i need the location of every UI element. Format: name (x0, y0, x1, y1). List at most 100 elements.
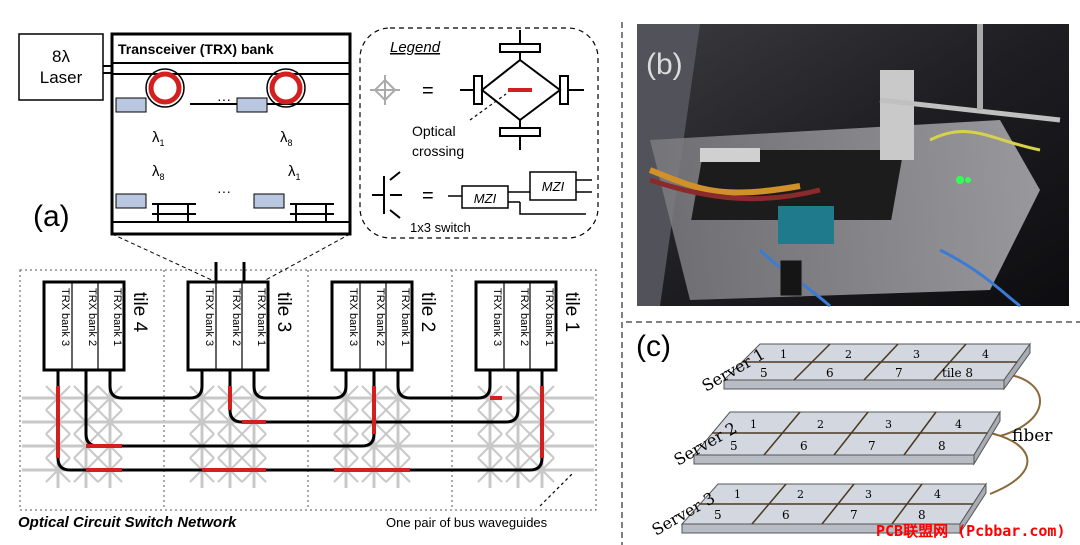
ellipsis-bottom: ··· (217, 183, 231, 199)
switch-symbol (372, 171, 402, 219)
tile-2: TRX bank 3 TRX bank 2 TRX bank 1 tile 2 (330, 280, 438, 372)
tile-label: tile 1 (561, 292, 582, 332)
ellipsis-top: ··· (217, 91, 231, 107)
coupler (253, 193, 285, 209)
tile-number: 7 (895, 366, 903, 380)
lambda-8-bottom: λ8 (152, 163, 165, 182)
trx-bank-label: TRX bank 3 (347, 288, 359, 346)
crossing-pointer (469, 93, 507, 121)
trx-bank-label: TRX bank 2 (86, 288, 98, 346)
tile-number: 1 (780, 348, 787, 361)
tile-4: TRX bank 3 TRX bank 2 TRX bank 1 tile 4 (42, 280, 150, 372)
tile-number: 2 (845, 348, 852, 361)
tile-number: 8 (918, 508, 926, 522)
fiber-loop-1 (999, 373, 1041, 437)
laser-box (18, 33, 104, 101)
tile-number: 2 (797, 488, 804, 501)
active-paths (56, 386, 544, 472)
ring-resonator (269, 71, 303, 105)
tile-label: tile 4 (129, 292, 150, 333)
trx-bank-title: Transceiver (TRX) bank (118, 41, 274, 57)
panel-c: (c) fiber Server 1 1 2 3 4 5 6 7 tile 8 (636, 330, 1066, 540)
bus-pointer (539, 473, 573, 507)
mzi-label-2: MZI (542, 179, 565, 194)
zoom-line-right (261, 233, 351, 283)
tile-number: 4 (934, 488, 941, 501)
legend-title: Legend (390, 39, 441, 56)
legend-equals-1: = (422, 80, 434, 102)
server-3: Server 3 1 2 3 4 5 6 7 8 (649, 482, 987, 539)
tile-label: tile 2 (417, 292, 438, 332)
tile-number: 1 (750, 418, 757, 431)
fiber-loop-2 (984, 431, 1029, 495)
crossing-grid (45, 385, 555, 483)
coupler (115, 97, 147, 113)
coupler (115, 193, 147, 209)
tile-number: 4 (955, 418, 962, 431)
trx-bank-label: TRX bank 2 (374, 288, 386, 346)
zoom-line-left (111, 233, 217, 283)
switch-label: 1x3 switch (410, 220, 471, 235)
trx-bank-label: TRX bank 1 (399, 288, 411, 346)
fiber-label: fiber (1012, 426, 1053, 446)
ring-resonator (148, 71, 182, 105)
lambda-8-top: λ8 (280, 129, 293, 148)
ring-resonator-inner (266, 68, 306, 108)
switch-detail (448, 171, 592, 215)
laser-label-2: Laser (40, 68, 83, 87)
rx-filter-right (290, 203, 334, 222)
optical-crossing-label-2: crossing (412, 143, 464, 159)
panel-b-photo: (b) (637, 24, 1069, 308)
tile-number: 3 (865, 488, 872, 501)
tile-number: 6 (782, 508, 790, 522)
rx-filter-left (152, 203, 196, 222)
tile-number: tile 8 (942, 366, 973, 380)
panel-b-label: (b) (646, 48, 683, 81)
bus-label: One pair of bus waveguides (386, 515, 548, 530)
lambda-1-top: λ1 (152, 129, 165, 148)
tile-number: 6 (826, 366, 834, 380)
trx-bank-label: TRX bank 1 (255, 288, 267, 346)
tile-number: 6 (800, 439, 808, 453)
panel-a: 8λ Laser Transceiver (TRX) bank ··· λ1 λ… (18, 27, 599, 531)
optical-crossing-label-1: Optical (412, 123, 456, 139)
server-1: Server 1 1 2 3 4 5 6 7 tile 8 (699, 342, 1031, 395)
tile-number: 3 (885, 418, 892, 431)
panel-a-label: (a) (33, 200, 70, 233)
lambda-1-bottom: λ1 (288, 163, 301, 182)
server-2: Server 2 1 2 3 4 5 6 7 8 (671, 410, 1001, 469)
tile-number: 5 (760, 366, 768, 380)
ring-resonator-inner (145, 68, 185, 108)
tile-number: 4 (982, 348, 989, 361)
trx-bank-label: TRX bank 1 (543, 288, 555, 346)
tile-label: tile 3 (273, 292, 294, 332)
tile-number: 8 (938, 439, 946, 453)
tile-number: 1 (734, 488, 741, 501)
legend-equals-2: = (422, 185, 434, 207)
tile-number: 2 (817, 418, 824, 431)
tile-3: TRX bank 3 TRX bank 2 TRX bank 1 tile 3 (186, 280, 294, 372)
tile-number: 3 (913, 348, 920, 361)
trx-bank-label: TRX bank 3 (59, 288, 71, 346)
trx-bank-label: TRX bank 1 (111, 288, 123, 346)
trx-bank-label: TRX bank 3 (203, 288, 215, 346)
tile-number: 7 (850, 508, 858, 522)
trx-bank-label: TRX bank 2 (230, 288, 242, 346)
trx-bank-label: TRX bank 3 (491, 288, 503, 346)
network-boundary (19, 269, 597, 511)
network-title: Optical Circuit Switch Network (18, 514, 237, 531)
laser-label-1: 8λ (52, 47, 70, 66)
tile-1: TRX bank 3 TRX bank 2 TRX bank 1 tile 1 (474, 280, 582, 372)
coupler (236, 97, 268, 113)
trx-bank-label: TRX bank 2 (518, 288, 530, 346)
tile-number: 5 (714, 508, 722, 522)
watermark: PCB联盟网 (Pcbbar.com) (876, 522, 1066, 540)
crossing-symbol (370, 75, 400, 105)
trx-bank-box (110, 32, 352, 236)
mzi-label-1: MZI (474, 191, 497, 206)
tile-number: 5 (730, 439, 738, 453)
crossing-detail (460, 30, 584, 150)
panel-c-label: (c) (636, 330, 671, 363)
tile-number: 7 (868, 439, 876, 453)
